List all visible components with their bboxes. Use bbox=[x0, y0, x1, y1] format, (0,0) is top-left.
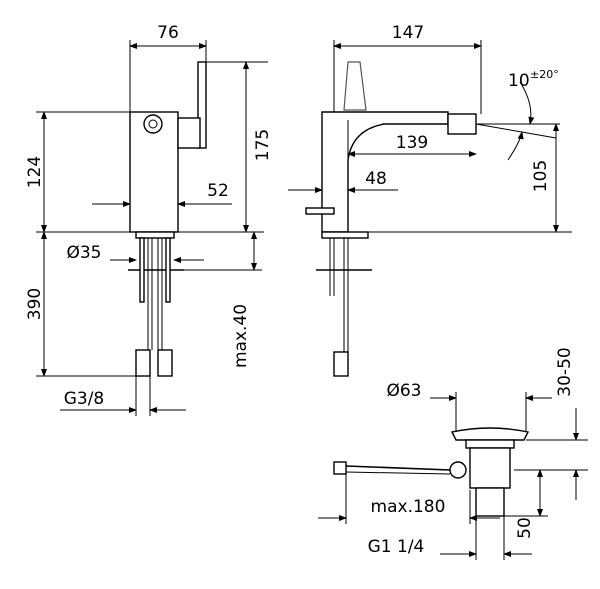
drain-tailpiece bbox=[475, 487, 505, 517]
side-lever bbox=[343, 61, 367, 111]
front-stud-left bbox=[139, 237, 145, 303]
front-outlet-hole bbox=[148, 119, 158, 129]
dim-139: 139 bbox=[396, 133, 428, 153]
dim-48: 48 bbox=[365, 169, 387, 189]
dim-o35: Ø35 bbox=[66, 243, 101, 263]
front-nut-left bbox=[135, 349, 151, 377]
dim-390: 390 bbox=[25, 288, 45, 320]
dim-g114: G1 1/4 bbox=[368, 537, 425, 557]
side-hoses bbox=[329, 238, 349, 352]
dim-g38: G3/8 bbox=[64, 389, 105, 409]
side-spout-tip bbox=[447, 113, 477, 135]
dim-angle: 10 bbox=[508, 71, 530, 91]
front-stud-right bbox=[165, 237, 171, 303]
dim-147: 147 bbox=[392, 23, 424, 43]
front-hose-left bbox=[147, 238, 153, 350]
front-view: 76 175 124 52 Ø35 390 max.40 G3/8 bbox=[25, 23, 273, 416]
dim-76: 76 bbox=[157, 23, 179, 43]
drain-flange bbox=[465, 439, 515, 449]
drain-cap bbox=[450, 427, 530, 441]
front-lever bbox=[197, 61, 207, 149]
side-base bbox=[321, 231, 369, 239]
dim-105: 105 bbox=[531, 160, 551, 192]
drain-rod bbox=[345, 465, 451, 471]
side-pop-up-lever bbox=[305, 207, 335, 215]
dim-175: 175 bbox=[253, 129, 273, 161]
front-outlet-ring bbox=[143, 114, 163, 134]
dim-30-50: 30-50 bbox=[555, 347, 575, 396]
dim-o63: Ø63 bbox=[386, 381, 421, 401]
side-view: 147 10 ±20° 139 105 48 bbox=[288, 23, 572, 377]
dim-max180: max.180 bbox=[371, 497, 446, 517]
dim-max40: max.40 bbox=[231, 304, 251, 368]
dim-angle-tolerance: ±20° bbox=[530, 68, 559, 81]
dim-124: 124 bbox=[25, 156, 45, 188]
side-nut bbox=[333, 351, 349, 377]
drain-rod-end bbox=[333, 461, 347, 475]
front-body bbox=[129, 111, 179, 233]
dim-52: 52 bbox=[207, 181, 229, 201]
front-nut-right bbox=[157, 349, 173, 377]
front-base bbox=[135, 231, 175, 239]
front-hose-right bbox=[157, 238, 163, 350]
drain-rod-joint bbox=[449, 461, 467, 479]
drain-assembly: Ø63 30-50 max.180 50 G1 1/4 bbox=[318, 347, 588, 560]
front-cartridge bbox=[177, 117, 201, 149]
drain-body bbox=[469, 447, 511, 489]
dim-50: 50 bbox=[515, 517, 535, 539]
